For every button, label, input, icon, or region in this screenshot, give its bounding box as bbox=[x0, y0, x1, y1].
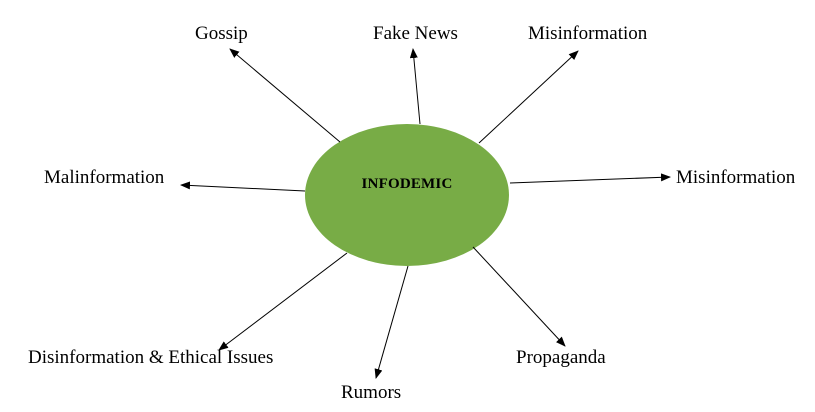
arrow-to-malinformation bbox=[180, 181, 306, 192]
center-label: INFODEMIC bbox=[361, 176, 453, 192]
arrow-to-misinformation-right bbox=[509, 173, 671, 184]
node-malinformation: Malinformation bbox=[44, 167, 165, 188]
node-propaganda: Propaganda bbox=[516, 347, 606, 368]
node-disinformation-ethical-issues: Disinformation & Ethical Issues bbox=[28, 347, 274, 368]
arrow-to-misinformation-top bbox=[478, 50, 579, 144]
node-fake-news: Fake News bbox=[373, 23, 458, 44]
node-rumors: Rumors bbox=[341, 382, 402, 403]
arrow-to-rumors bbox=[374, 265, 409, 379]
node-misinformation-right: Misinformation bbox=[676, 167, 796, 188]
arrow-to-disinformation bbox=[218, 252, 348, 351]
arrow-to-gossip bbox=[229, 48, 341, 143]
center-ellipse bbox=[305, 124, 509, 266]
arrow-to-fake-news bbox=[409, 48, 421, 125]
node-misinformation-top: Misinformation bbox=[528, 23, 648, 44]
node-gossip: Gossip bbox=[195, 23, 248, 44]
arrow-to-propaganda bbox=[472, 246, 566, 347]
